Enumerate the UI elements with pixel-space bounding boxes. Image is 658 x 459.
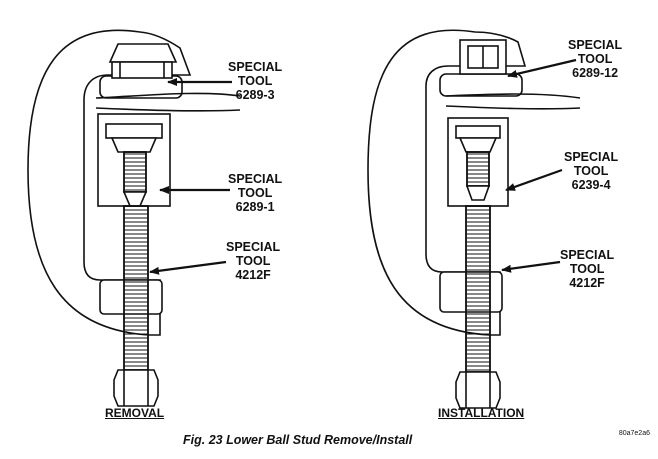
installation-arrow-top	[507, 58, 577, 78]
label-line: SPECIAL	[564, 150, 619, 164]
installation-arrow-mid	[505, 168, 563, 192]
installation-assembly	[367, 29, 581, 409]
label-line: TOOL	[237, 74, 273, 88]
installation-forcing-screw	[465, 205, 491, 373]
installation-caption: INSTALLATION	[438, 406, 525, 420]
label-line: 4212F	[235, 268, 271, 282]
removal-arrow-bot	[149, 260, 227, 275]
label-line: TOOL	[573, 164, 609, 178]
installation-label-tool-4212f: SPECIAL TOOL 4212F	[560, 248, 614, 290]
installation-arrows	[501, 58, 577, 273]
figure-caption: Fig. 23 Lower Ball Stud Remove/Install	[183, 433, 413, 447]
installation-label-tool-6289-12: SPECIAL TOOL 6289-12	[568, 38, 622, 80]
label-line: SPECIAL	[568, 38, 623, 52]
reference-code: 80a7e2a6	[618, 430, 650, 437]
label-line: TOOL	[237, 186, 273, 200]
removal-caption: REMOVAL	[105, 406, 165, 420]
removal-label-tool-4212f: SPECIAL TOOL 4212F	[226, 240, 280, 282]
label-line: SPECIAL	[560, 248, 615, 262]
label-line: TOOL	[235, 254, 271, 268]
installation-arrow-bot	[501, 260, 561, 273]
removal-forcing-screw	[123, 205, 149, 371]
removal-top-cone	[108, 43, 178, 63]
label-line: 6289-3	[235, 88, 275, 102]
label-line: 6289-12	[572, 66, 619, 80]
label-line: SPECIAL	[226, 240, 281, 254]
removal-arrows	[149, 78, 232, 275]
installation-label-tool-6239-4: SPECIAL TOOL 6239-4	[564, 150, 618, 192]
installation-hex-nut	[455, 371, 501, 409]
removal-knuckle-arm	[95, 92, 241, 99]
installation-upper-jaw	[439, 73, 523, 97]
removal-label-tool-6289-3: SPECIAL TOOL 6289-3	[228, 60, 282, 102]
installation-knuckle-arm	[445, 93, 581, 99]
removal-hex-nut	[113, 369, 159, 407]
label-line: 4212F	[569, 276, 605, 290]
label-line: TOOL	[577, 52, 613, 66]
label-line: 6239-4	[571, 178, 611, 192]
removal-assembly	[27, 29, 241, 407]
label-line: 6289-1	[235, 200, 275, 214]
removal-label-tool-6289-1: SPECIAL TOOL 6289-1	[228, 172, 282, 214]
label-line: SPECIAL	[228, 172, 283, 186]
label-line: TOOL	[569, 262, 605, 276]
removal-c-frame	[27, 29, 192, 336]
label-line: SPECIAL	[228, 60, 283, 74]
